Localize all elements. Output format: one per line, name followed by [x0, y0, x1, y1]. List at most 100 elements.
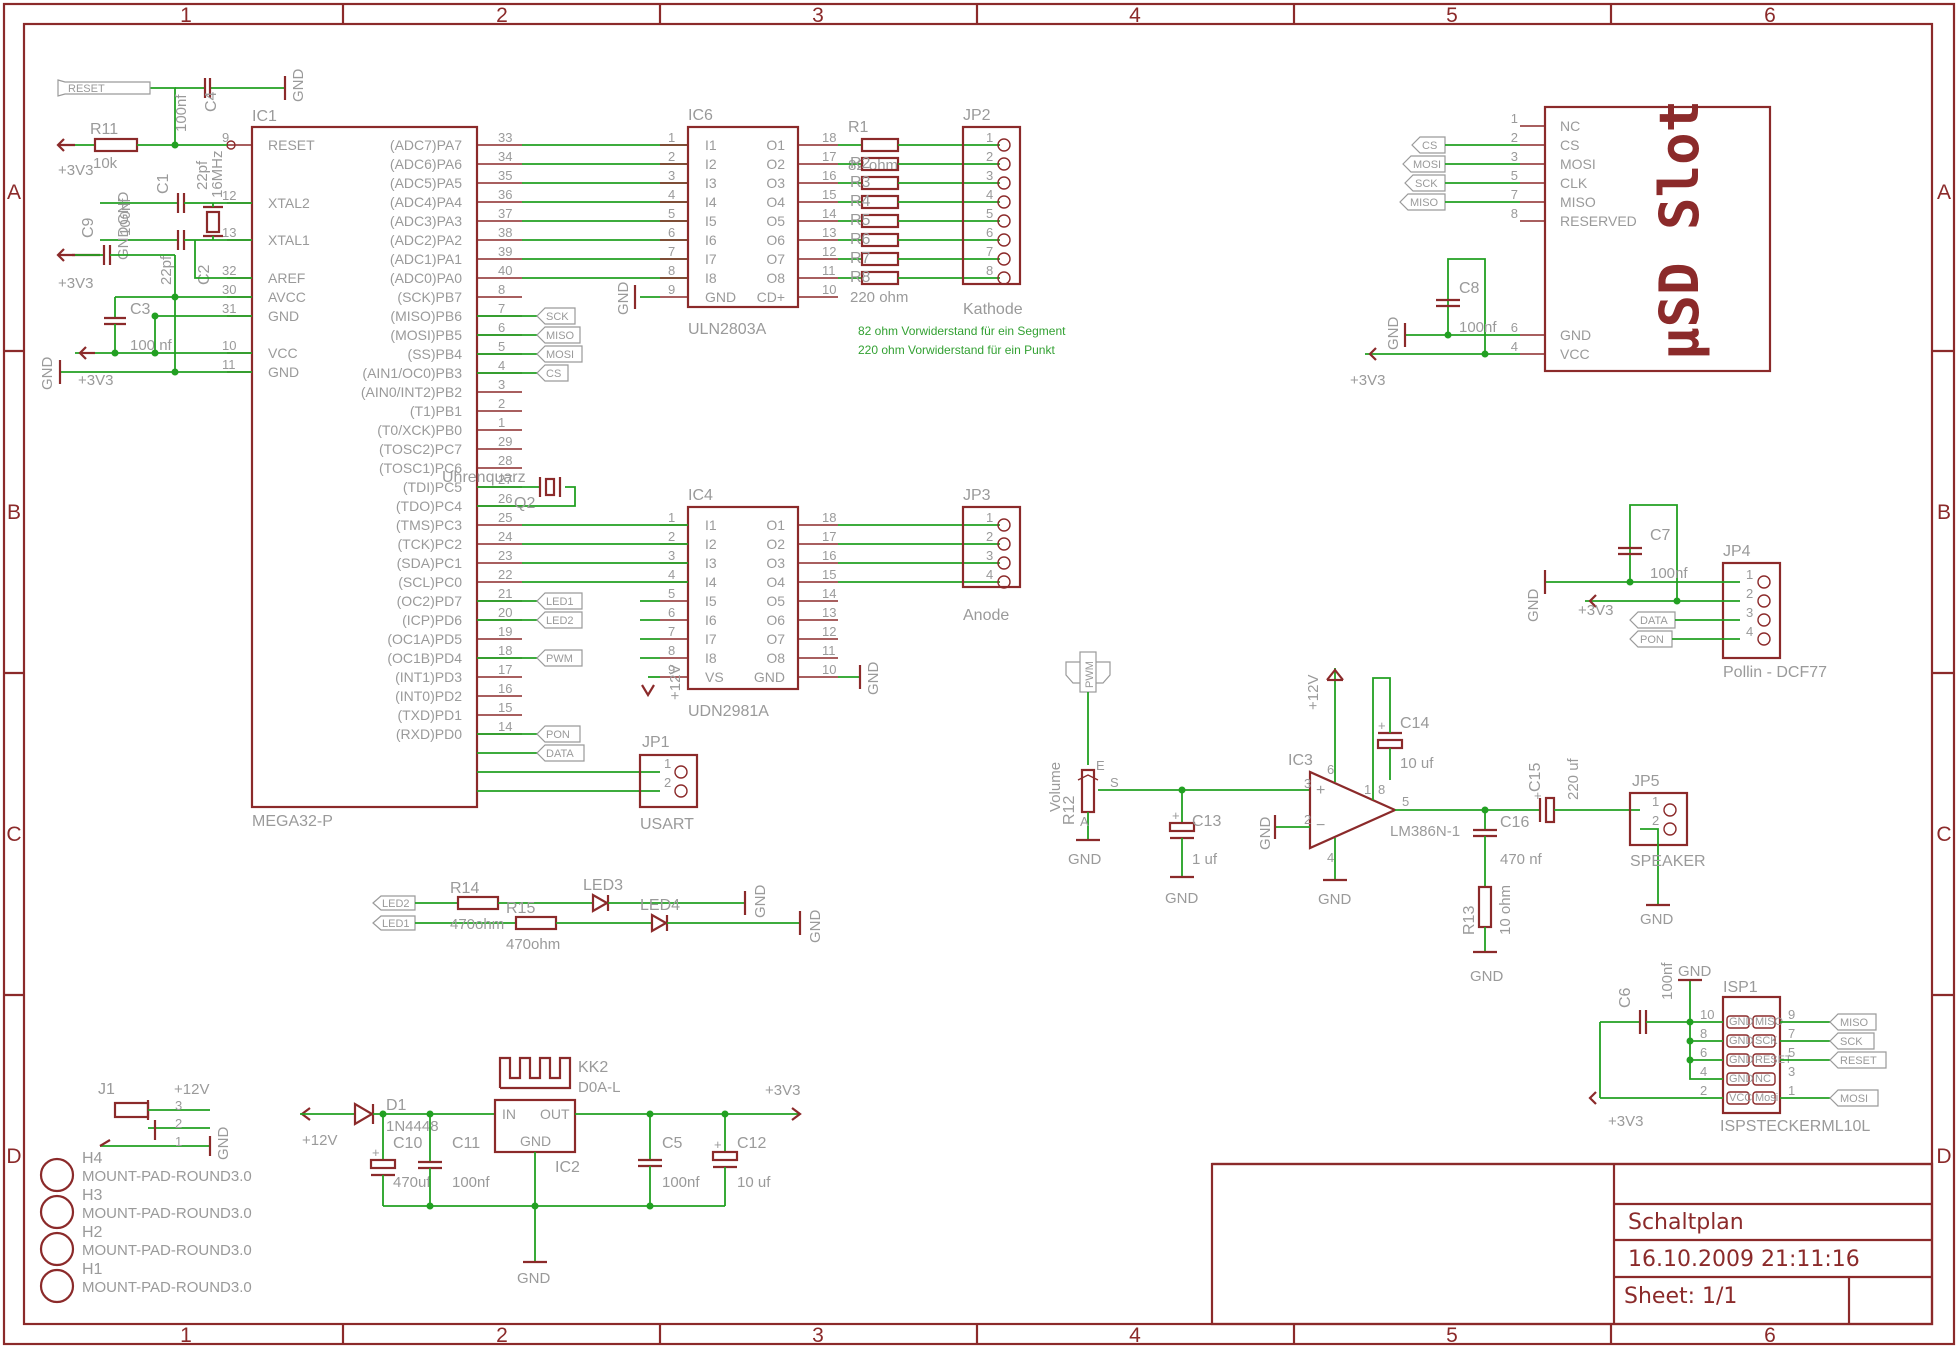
usd-slot[interactable]: µSD Slot NC1CS2MOSI3CLK5MISO7RESERVED8GN…	[1511, 100, 1772, 373]
ic1-right-pin-number: 25	[498, 510, 512, 525]
svg-text:2: 2	[1304, 812, 1311, 827]
ic4-left-pin-number: 5	[668, 586, 675, 601]
svg-text:GND: GND	[1257, 817, 1274, 851]
ic6-uln2803a[interactable]: IC6 ULN2803A I11I22I33I44I55I66I77I88GND…	[615, 107, 838, 338]
svg-text:22pf: 22pf	[158, 255, 175, 285]
svg-text:+: +	[1316, 782, 1325, 799]
svg-text:GND: GND	[517, 1270, 551, 1287]
ic1-value: MEGA32-P	[252, 813, 333, 830]
ic4-left-pin-number: 3	[668, 548, 675, 563]
ic6-left-pin-label: I4	[705, 194, 717, 210]
svg-text:1: 1	[664, 756, 671, 771]
svg-text:GND: GND	[865, 662, 882, 696]
ic6-left-pin-label: I5	[705, 213, 717, 229]
sd-flags: CS MOSI SCK MISO C8 100nf GND +3V3	[1350, 136, 1520, 389]
ic1-right-pin-label: (ADC7)PA7	[390, 137, 462, 153]
title: Schaltplan	[1628, 1210, 1744, 1235]
svg-text:C8: C8	[1459, 280, 1480, 297]
power-supply: +12V D1 1N4448 + C10 470uf C11 100nf IN …	[300, 1056, 802, 1287]
col-label-6-bottom: 6	[1764, 1324, 1776, 1347]
mount-pad-ref: H3	[82, 1187, 103, 1204]
svg-text:10 uf: 10 uf	[737, 1174, 771, 1191]
jp4-pin-number: 2	[1746, 586, 1753, 601]
jp4-pin	[1757, 613, 1771, 627]
svg-text:100 nf: 100 nf	[130, 337, 173, 354]
date: 16.10.2009 21:11:16	[1628, 1247, 1860, 1272]
jp2-pin	[997, 214, 1011, 228]
svg-text:LED2: LED2	[546, 615, 574, 627]
ic4-udn2981a[interactable]: IC4 UDN2981A I11I22I33I44I55I66I77I88VS9…	[640, 487, 882, 720]
svg-text:2: 2	[664, 775, 671, 790]
svg-text:+3V3: +3V3	[1350, 372, 1385, 389]
svg-text:C2: C2	[196, 264, 213, 285]
ic1-right-pin-label: (SCK)PB7	[397, 289, 462, 305]
ic4-left-pin-number: 1	[668, 510, 675, 525]
ic1-right-pin-label: (TDI)PC5	[403, 479, 462, 495]
sd-pin-label: MOSI	[1560, 156, 1596, 172]
svg-text:MISO: MISO	[1840, 1017, 1869, 1029]
isp-right-number: 1	[1788, 1083, 1795, 1098]
ic6-right-pin-number: 11	[822, 263, 836, 278]
resistor-label: R5	[850, 212, 871, 229]
svg-text:3: 3	[175, 1098, 182, 1113]
svg-text:100nf: 100nf	[117, 198, 134, 236]
ic4-right-pin-label: O3	[766, 555, 785, 571]
svg-text:GND: GND	[115, 227, 132, 261]
ic4-right-pin-number: 15	[822, 567, 836, 582]
sd-pin-label: GND	[1560, 327, 1591, 343]
resistor-label: R6	[850, 231, 871, 248]
svg-text:100nf: 100nf	[452, 1174, 490, 1191]
reset-network: RESET R11 10k +3V3 C4 100nf GND C1 22pf …	[39, 69, 307, 391]
svg-text:LED1: LED1	[546, 596, 574, 608]
sd-pin-number: 5	[1511, 168, 1518, 183]
svg-text:220 uf: 220 uf	[1565, 757, 1582, 800]
svg-text:ULN2803A: ULN2803A	[688, 321, 767, 338]
jp3-pin-number: 1	[986, 510, 993, 525]
jp1-usart[interactable]: 1 2 JP1 USART	[477, 734, 699, 833]
isp-pad	[1726, 1034, 1750, 1048]
col-label-3: 3	[812, 4, 824, 27]
ic4-left-pin-label: I3	[705, 555, 717, 571]
ic1-right-pin-number: 16	[498, 681, 512, 696]
r11-value: 10k	[93, 155, 118, 172]
ic6-right-pin-label: O2	[766, 156, 785, 172]
ic6-right-pin-number: 10	[822, 282, 836, 297]
ic6-left-pin-number: 2	[668, 149, 675, 164]
ic4-left-pin-number: 6	[668, 605, 675, 620]
sd-pin-number: 4	[1511, 339, 1518, 354]
ic1-right-pin-label: (OC1A)PD5	[387, 631, 462, 647]
svg-text:CS: CS	[1422, 140, 1437, 152]
notes: 82 ohm Vorwiderstand für ein Segment 220…	[858, 324, 1066, 357]
ic1-left-pin-number: 32	[222, 263, 236, 278]
ic4-left-pin-number: 9	[668, 662, 675, 677]
svg-text:GND: GND	[115, 192, 132, 226]
ic1-mega32[interactable]: IC1 MEGA32-P RESET9XTAL212XTAL113AREF32A…	[222, 108, 522, 830]
svg-text:D1: D1	[386, 1097, 407, 1114]
isp-left-number: 6	[1700, 1045, 1707, 1060]
col-label-4-bottom: 4	[1129, 1324, 1141, 1347]
svg-text:LED3: LED3	[583, 877, 623, 894]
svg-text:6: 6	[1327, 762, 1334, 777]
svg-text:100nf: 100nf	[662, 1174, 700, 1191]
ic1-right-pin-label: (ADC3)PA3	[390, 213, 462, 229]
jp5-speaker[interactable]: 1 2 JP5 SPEAKER GND	[1628, 773, 1706, 928]
svg-text:JP4: JP4	[1723, 543, 1751, 560]
mount-pad-ref: H2	[82, 1224, 103, 1241]
ic6-left-pin-label: I1	[705, 137, 717, 153]
ic1-right-pin-label: (TCK)PC2	[397, 536, 462, 552]
ic4-right-pin-number: 16	[822, 548, 836, 563]
svg-text:GND: GND	[1385, 317, 1402, 351]
svg-text:100nf: 100nf	[1659, 962, 1676, 1000]
svg-text:+3V3: +3V3	[1578, 602, 1613, 619]
ic1-right-pin-number: 7	[498, 301, 505, 316]
row-label-b: B	[7, 501, 21, 524]
ic4-right-pin-label: O6	[766, 612, 785, 628]
ic1-right-pin-number: 3	[498, 377, 505, 392]
isp-left-pad-label: VCC	[1729, 1092, 1752, 1104]
ic1-right-pin-number: 24	[498, 529, 512, 544]
